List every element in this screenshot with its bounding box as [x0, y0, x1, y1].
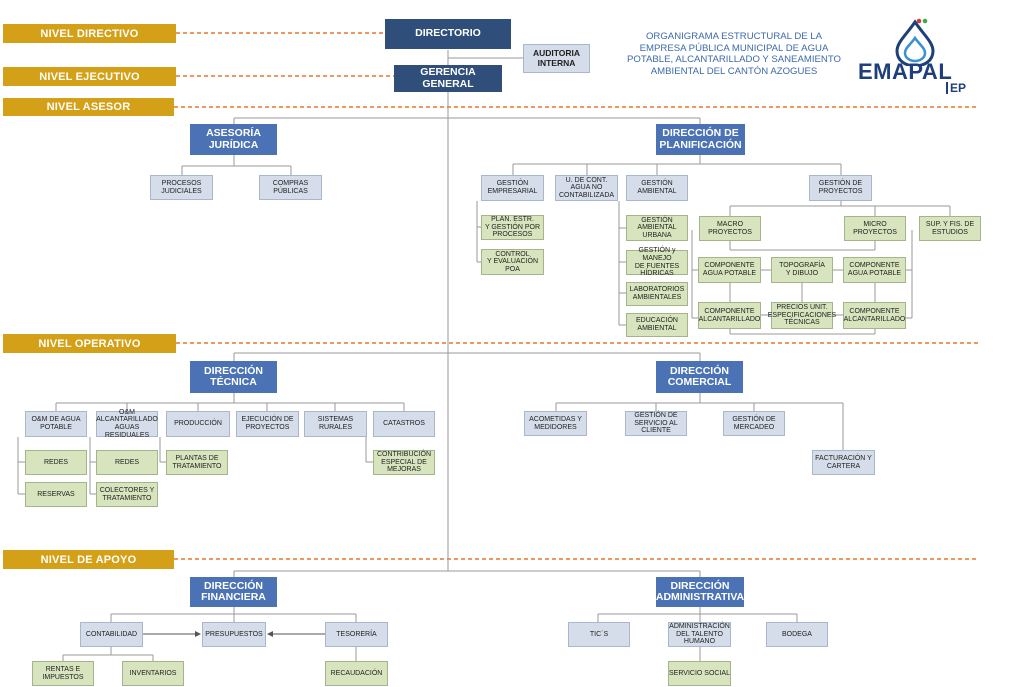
tree-lines: [17, 50, 951, 661]
u-control-agua-box[interactable]: U. DE CONT. AGUA NO CONTABILIZADA: [555, 175, 618, 201]
level-apoyo-label: NIVEL DE APOYO: [3, 550, 174, 569]
direccion-planificacion-box[interactable]: DIRECCIÓN DE PLANIFICACIÓN: [656, 124, 745, 155]
componente-agua-potable-box[interactable]: COMPONENTE AGUA POTABLE: [698, 257, 761, 283]
direccion-administrativa-box[interactable]: DIRECCIÓN ADMINISTRATIVA: [656, 577, 744, 607]
om-agua-potable-box[interactable]: O&M DE AGUA POTABLE: [25, 411, 87, 437]
ejecucion-proyectos-box[interactable]: EJECUCIÓN DE PROYECTOS: [236, 411, 299, 437]
gestion-proyectos-box[interactable]: GESTIÓN DE PROYECTOS: [809, 175, 872, 201]
level-dash-lines: [174, 32, 978, 560]
chart-title-line: AMBIENTAL DEL CANTÓN AZOGUES: [650, 65, 818, 77]
auditoria-interna-box[interactable]: AUDITORIA INTERNA: [523, 44, 590, 73]
level-operativo-label: NIVEL OPERATIVO: [3, 334, 176, 353]
level-asesor-label: NIVEL ASESOR: [3, 98, 174, 116]
plantas-tratamiento-box[interactable]: PLANTAS DE TRATAMIENTO: [166, 450, 228, 475]
macro-proyectos-box[interactable]: MACRO PROYECTOS: [699, 216, 761, 241]
chart-title-line: ORGANIGRAMA ESTRUCTURAL DE LA: [645, 31, 823, 42]
contribucion-mejoras-box[interactable]: CONTRIBUCIÓN ESPECIAL DE MEJORAS: [373, 450, 435, 475]
tics-box[interactable]: TIC´S: [568, 622, 630, 647]
servicio-social-box[interactable]: SERVICIO SOCIAL: [668, 661, 731, 686]
compras-publicas-box[interactable]: COMPRAS PÚBLICAS: [259, 175, 322, 200]
sistemas-rurales-box[interactable]: SISTEMAS RURALES: [304, 411, 367, 437]
rentas-impuestos-box[interactable]: RENTAS E IMPUESTOS: [32, 661, 94, 686]
acometidas-medidores-box[interactable]: ACOMETIDAS Y MEDIDORES: [524, 411, 587, 436]
recaudacion-box[interactable]: RECAUDACIÓN: [325, 661, 388, 686]
produccion-box[interactable]: PRODUCCIÓN: [166, 411, 230, 437]
componente-alcantarillado-box[interactable]: COMPONENTE ALCANTARILLADO: [843, 302, 906, 329]
chart-title: ORGANIGRAMA ESTRUCTURAL DE LA EMPRESA PÚ…: [612, 31, 856, 77]
precios-especificaciones-box[interactable]: PRECIOS UNIT. ESPECIFICACIONES TÉCNICAS: [768, 302, 836, 329]
bodega-box[interactable]: BODEGA: [766, 622, 828, 647]
laboratorios-ambientales-box[interactable]: LABORATORIOS AMBIENTALES: [626, 282, 688, 306]
servicio-cliente-box[interactable]: GESTIÓN DE SERVICIO AL CLIENTE: [625, 411, 687, 436]
facturacion-cartera-box[interactable]: FACTURACIÓN Y CARTERA: [812, 450, 875, 475]
redes-box[interactable]: REDES: [25, 450, 87, 475]
talento-humano-box[interactable]: ADMINISTRACIÓN DEL TALENTO HUMANO: [668, 622, 731, 647]
topografia-dibujo-box[interactable]: TOPOGRAFÍA Y DIBUJO: [771, 257, 833, 283]
gestion-fuentes-hidricas-box[interactable]: GESTIÓN y MANEJO DE FUENTES HÍDRICAS: [626, 247, 688, 277]
redes-box[interactable]: REDES: [96, 450, 158, 475]
level-ejecutivo-label: NIVEL EJECUTIVO: [3, 67, 176, 86]
om-alcantarillado-box[interactable]: O&M ALCANTARILLADO AGUAS RESIDUALES: [96, 408, 158, 439]
control-evaluacion-box[interactable]: CONTROL Y EVALUACIÓN POA: [481, 249, 544, 275]
direccion-tecnica-box[interactable]: DIRECCIÓN TÉCNICA: [190, 361, 277, 393]
chart-title-line: POTABLE, ALCANTARILLADO Y SANEAMIENTO: [627, 54, 841, 65]
direccion-comercial-box[interactable]: DIRECCIÓN COMERCIAL: [656, 361, 743, 393]
chart-title-line: EMPRESA PÚBLICA MUNICIPAL DE AGUA: [639, 42, 829, 54]
componente-agua-potable-box[interactable]: COMPONENTE AGUA POTABLE: [843, 257, 906, 283]
colectores-tratamiento-box[interactable]: COLECTORES Y TRATAMIENTO: [96, 482, 158, 507]
procesos-judiciales-box[interactable]: PROCESOS JUDICIALES: [150, 175, 213, 200]
tesoreria-box[interactable]: TESORERÍA: [325, 622, 388, 647]
componente-alcantarillado-box[interactable]: COMPONENTE ALCANTARILLADO: [698, 302, 761, 329]
gestion-ambiental-box[interactable]: GESTIÓN AMBIENTAL: [626, 175, 688, 201]
logo-text: EMAPAL: [858, 59, 953, 84]
catastros-box[interactable]: CATASTROS: [373, 411, 435, 437]
direccion-financiera-box[interactable]: DIRECCIÓN FINANCIERA: [190, 577, 277, 607]
gestion-empresarial-box[interactable]: GESTIÓN EMPRESARIAL: [481, 175, 544, 201]
plan-estrategico-box[interactable]: PLAN. ESTR. Y GESTIÓN POR PROCESOS: [481, 215, 544, 240]
micro-proyectos-box[interactable]: MICRO PROYECTOS: [844, 216, 906, 241]
gestion-mercadeo-box[interactable]: GESTIÓN DE MERCADEO: [723, 411, 785, 436]
directorio-box[interactable]: DIRECTORIO: [385, 19, 511, 49]
gestion-ambiental-urbana-box[interactable]: GESTIÓN AMBIENTAL URBANA: [626, 215, 688, 241]
water-drop-icon: [895, 18, 935, 66]
level-directivo-label: NIVEL DIRECTIVO: [3, 24, 176, 43]
reservas-box[interactable]: RESERVAS: [25, 482, 87, 507]
asesoria-juridica-box[interactable]: ASESORÍA JURÍDICA: [190, 124, 277, 155]
educacion-ambiental-box[interactable]: EDUCACIÓN AMBIENTAL: [626, 313, 688, 337]
contabilidad-box[interactable]: CONTABILIDAD: [80, 622, 143, 647]
gerencia-general-box[interactable]: GERENCIA GENERAL: [394, 65, 502, 92]
supervision-estudios-box[interactable]: SUP. Y FIS. DE ESTUDIOS: [919, 216, 981, 241]
logo-suffix: EP: [946, 82, 966, 94]
presupuestos-box[interactable]: PRESUPUESTOS: [202, 622, 266, 647]
inventarios-box[interactable]: INVENTARIOS: [122, 661, 184, 686]
emapal-logo: EMAPAL EP: [855, 16, 980, 101]
